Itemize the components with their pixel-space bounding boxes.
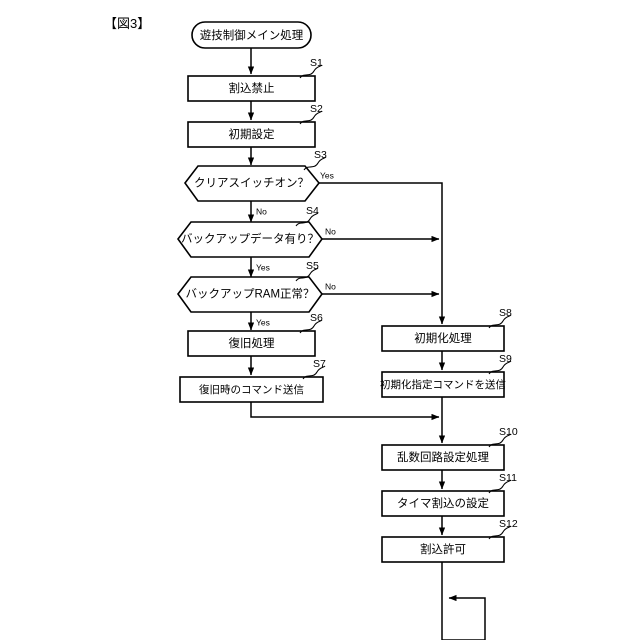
step-id-s8: S8: [499, 307, 512, 319]
node-s11[interactable]: [381, 490, 505, 517]
node-s10[interactable]: [381, 444, 505, 471]
node-s3[interactable]: [184, 165, 321, 202]
node-s6-label: 復旧処理: [229, 336, 275, 350]
node-s6[interactable]: [187, 330, 316, 357]
leader-s11: [488, 479, 512, 494]
node-s12[interactable]: [381, 536, 505, 563]
step-id-s6: S6: [310, 312, 323, 324]
node-start[interactable]: [191, 21, 312, 49]
leader-s9: [488, 360, 512, 375]
node-s2-label: 初期設定: [229, 127, 275, 141]
leader-s2: [299, 110, 323, 125]
node-s3-label: クリアスイッチオン？: [194, 177, 309, 190]
node-s10-label: 乱数回路設定処理: [397, 450, 489, 464]
edge-label-s4-no: No: [325, 226, 336, 236]
step-id-s1: S1: [310, 57, 323, 69]
leader-s7: [302, 365, 326, 380]
leader-s10: [488, 433, 512, 448]
step-id-s11: S11: [499, 472, 517, 484]
node-s8-label: 初期化処理: [414, 331, 472, 345]
step-id-s5: S5: [306, 260, 319, 272]
edge-label-s3-yes: Yes: [320, 170, 334, 180]
step-id-s7: S7: [313, 358, 326, 370]
node-s11-label: タイマ割込の設定: [397, 496, 489, 510]
node-s7-label: 復旧時のコマンド送信: [199, 383, 304, 396]
leader-s6: [299, 319, 323, 334]
edge-label-s5-yes: Yes: [256, 317, 270, 327]
node-s4[interactable]: [177, 221, 323, 258]
node-s4-label: バックアップデータ有り？: [181, 232, 319, 246]
step-id-s3: S3: [314, 149, 327, 161]
leader-s3: [303, 156, 327, 171]
leader-s4: [295, 212, 319, 227]
leader-s5: [295, 267, 319, 282]
node-s2[interactable]: [187, 121, 316, 148]
node-s12-label: 割込許可: [420, 542, 466, 556]
step-id-s2: S2: [310, 103, 323, 115]
edge-label-s5-no: No: [325, 281, 336, 291]
node-s9[interactable]: [381, 371, 505, 398]
step-id-s9: S9: [499, 353, 512, 365]
node-s9-label: 初期化指定コマンドを送信: [380, 378, 506, 391]
step-id-s12: S12: [499, 518, 518, 530]
leader-s8: [488, 314, 512, 329]
edge-label-s3-no: No: [256, 206, 267, 216]
node-start-label: 遊技制御メイン処理: [200, 28, 304, 42]
node-s5-label: バックアップRAM正常？: [185, 288, 314, 301]
node-s1-label: 割込禁止: [229, 81, 275, 95]
connector-loop-back: [442, 594, 486, 640]
step-id-s4: S4: [306, 205, 319, 217]
node-s7[interactable]: [179, 376, 324, 403]
figure-number-label: 【図3】: [104, 16, 151, 31]
leader-s1: [299, 64, 323, 79]
node-s1[interactable]: [187, 75, 316, 102]
connector-s7-to-trunk: [250, 402, 440, 421]
connector-s3-yes-to-trunk: [319, 182, 446, 325]
leader-s12: [488, 525, 512, 540]
node-s5[interactable]: [177, 276, 323, 313]
step-id-s10: S10: [499, 426, 518, 438]
node-s8[interactable]: [381, 325, 505, 352]
edge-label-s4-yes: Yes: [256, 262, 270, 272]
